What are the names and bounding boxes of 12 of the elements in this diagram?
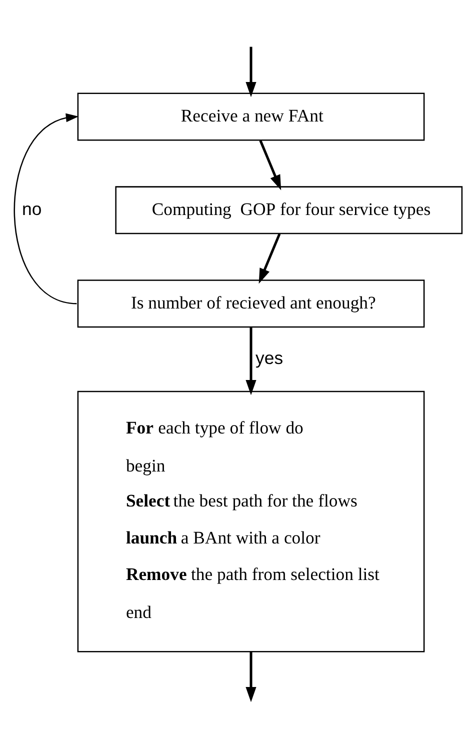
edge-label: yes	[255, 348, 283, 368]
arrow	[258, 233, 280, 284]
arrow	[245, 46, 256, 98]
node-box: For each type of flow do begin Select the best path for the flows launch a BAnt with a color Remove the path from selection list end	[76, 390, 424, 652]
edge-label: no	[22, 198, 42, 219]
arrow	[245, 327, 256, 396]
arrow	[258, 140, 281, 190]
node-box: Computing GOP for four service types	[114, 186, 462, 234]
arrow	[13, 113, 78, 304]
arrow	[245, 652, 256, 702]
node-box: Is number of recieved ant enough?	[76, 280, 424, 328]
node-box: Receive a new FAnt	[76, 92, 424, 141]
